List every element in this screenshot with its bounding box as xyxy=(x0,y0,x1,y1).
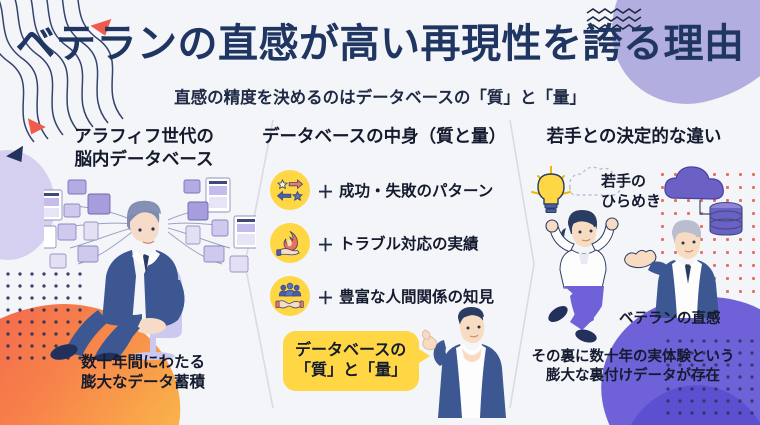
center-column-heading: データベースの中身（質と量） xyxy=(259,126,506,149)
list-item-label: 成功・失敗のパターン xyxy=(339,182,494,200)
center-heading-highlight: データベースの中身（質と量） xyxy=(259,126,506,149)
left-heading-line2-highlight: 脳内データベース xyxy=(71,149,217,172)
list-item: ＋ 成功・失敗のパターン xyxy=(270,170,510,210)
plus-sign: ＋ xyxy=(317,182,334,203)
list-item-label: 豊富な人間関係の知見 xyxy=(339,288,495,306)
young-label-line2: ひらめき xyxy=(601,191,662,210)
cloud-database-illustration xyxy=(664,166,743,236)
left-column-caption: 数十年間にわたる 膨大なデータ蓄積 xyxy=(28,352,258,392)
divider-center-right xyxy=(509,119,535,409)
right-heading-text: 若手との決定的な違い xyxy=(546,127,722,147)
center-heading-text: データベースの中身（質と量） xyxy=(262,127,507,147)
right-caption-line2: 膨大な裏付けデータが存在 xyxy=(546,367,720,384)
exchange-stars-icon xyxy=(270,170,310,210)
right-column-caption: その裏に数十年の実体験という 膨大な裏付けデータが存在 xyxy=(512,348,754,386)
veteran-man-illustration xyxy=(624,220,719,318)
bubble-line1: データベースの xyxy=(295,340,407,359)
left-heading-line1: アラフィフ世代の xyxy=(74,127,214,147)
list-item-label: トラブル対応の実績 xyxy=(339,235,479,253)
left-caption-line1: 数十年間にわたる xyxy=(80,353,205,371)
list-item: ＋ 豊富な人間関係の知見 xyxy=(270,276,510,316)
jumping-woman-illustration xyxy=(531,166,622,343)
pointing-young-man-illustration xyxy=(421,307,506,418)
list-item: ＋ トラブル対応の実績 xyxy=(270,223,510,263)
bubble-tail xyxy=(416,347,430,365)
left-heading-line2: 脳内データベース xyxy=(74,149,214,170)
young-insight-label: 若手の ひらめき xyxy=(601,172,661,211)
database-quality-quantity-bubble: データベースの 「質」と「量」 xyxy=(283,331,430,391)
right-column-heading: 若手との決定的な違い xyxy=(520,126,748,149)
young-label-line1: 若手の xyxy=(601,172,647,190)
database-contents-list: ＋ 成功・失敗のパターン ＋ トラブル対応の実績 xyxy=(270,170,510,329)
page-title: ベテランの直感が高い再現性を誇る理由 xyxy=(15,21,745,67)
veteran-intuition-label: ベテランの直感 xyxy=(619,311,721,327)
seated-businessman-illustration xyxy=(44,177,256,360)
bubble-line2: 「質」と「量」 xyxy=(295,360,408,380)
plus-sign: ＋ xyxy=(317,288,334,309)
right-caption-line1: その裏に数十年の実体験という xyxy=(531,349,735,365)
plus-sign: ＋ xyxy=(317,235,334,256)
flame-on-hand-icon xyxy=(270,223,310,263)
left-caption-line2: 膨大なデータ蓄積 xyxy=(80,373,205,392)
right-heading-highlight: 若手との決定的な違い xyxy=(543,126,725,149)
left-column-heading: アラフィフ世代の 脳内データベース xyxy=(38,126,250,172)
people-handshake-icon xyxy=(270,276,310,316)
navy-triangle-1 xyxy=(6,145,30,168)
page-subtitle: 直感の精度を決めるのはデータベースの「質」と「量」 xyxy=(174,88,586,107)
